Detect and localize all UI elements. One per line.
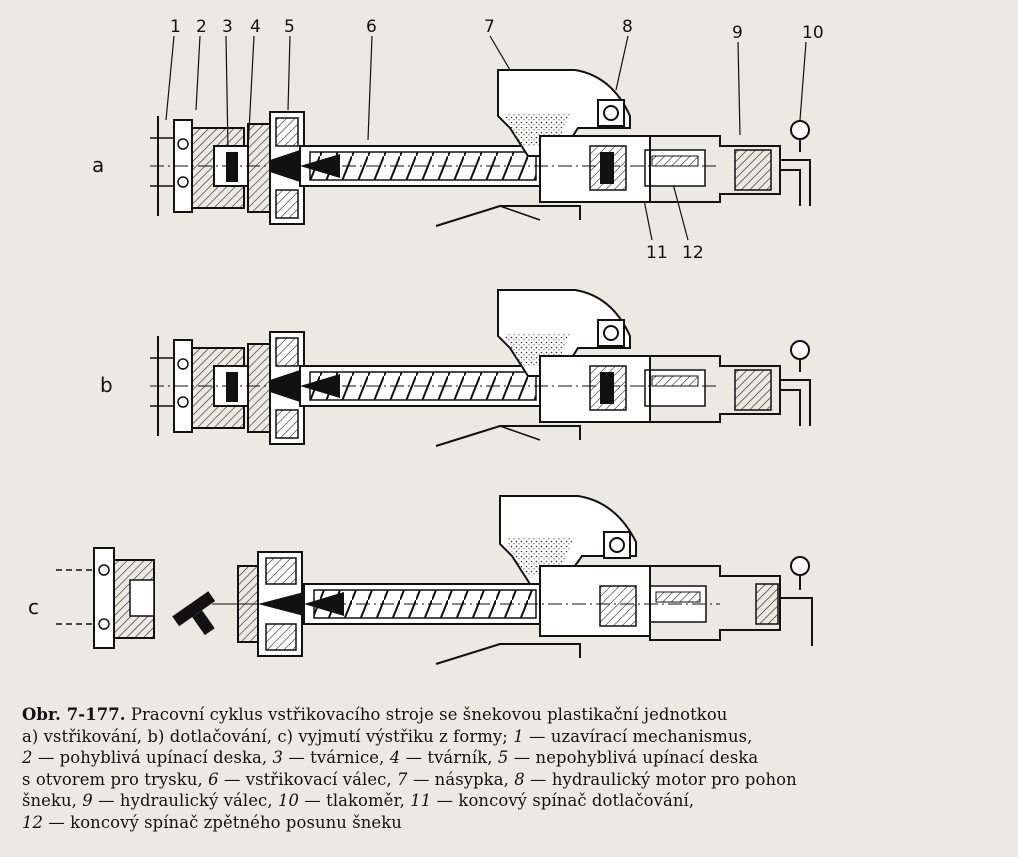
row-label-b: b [100,373,113,397]
part-number-4: 4 [250,17,261,37]
part-number-10: 10 [802,23,824,43]
machine-row-c [56,495,813,665]
row-label-c: c [28,595,39,619]
caption-num-12: 12 [22,812,44,832]
part-number-6: 6 [366,17,377,37]
caption-item-5: — nepohyblivá upínací deska [513,748,759,767]
ejected-part [172,591,216,636]
caption-phases: a) vstřikování, b) dotlačování, c) vyjmu… [22,726,508,746]
part-number-labels: 1 2 3 4 5 6 7 8 9 10 11 12 [170,17,824,263]
caption-item-11: — koncový spínač dotlačování, [436,791,695,810]
part-number-11: 11 [646,243,668,263]
part-number-2: 2 [196,17,207,37]
part-number-8: 8 [622,17,633,37]
caption-num-8: 8 [514,769,525,789]
caption-num-1: 1 [513,726,524,746]
caption-item-6: — vstřikovací válec, [223,769,392,789]
caption-num-2: 2 [22,748,33,767]
figure-caption: Obr. 7-177. Pracovní cyklus vstřikovacíh… [22,704,1012,833]
caption-num-9: 9 [82,791,93,810]
part-number-3: 3 [222,17,233,37]
caption-item-2: — pohyblivá upínací deska, [37,748,268,767]
part-number-9: 9 [732,23,743,43]
caption-num-6: 6 [208,769,219,789]
row-label-a: a [92,153,104,177]
caption-num-10: 10 [277,791,300,810]
part-number-5: 5 [284,17,295,37]
caption-figure-number: Obr. 7-177. [22,705,126,724]
caption-num-5: 5 [497,748,509,767]
caption-title: Pracovní cyklus vstřikovacího stroje se … [130,705,728,724]
caption-item-3: — tvárnice, [288,748,385,767]
part-number-1: 1 [170,17,181,37]
caption-item-1: — uzavírací mechanismus, [529,726,753,746]
caption-item-12: — koncový spínač zpětného posunu šneku [48,812,402,832]
part-number-7: 7 [484,17,495,37]
caption-item-10: — tlakoměr, [304,791,405,810]
caption-num-11: 11 [410,791,432,810]
caption-item-7: — násypka, [412,769,509,789]
caption-item-8-cont: šneku, [22,791,77,810]
caption-item-9: — hydraulický válec, [98,791,273,810]
caption-num-4: 4 [389,748,401,767]
leader-lines [165,35,807,241]
caption-item-4: — tvárník, [405,748,493,767]
machine-row-a [149,69,811,227]
machine-row-b [149,289,811,447]
injection-machine-figure: 1 2 3 4 5 6 7 8 9 10 11 12 a b [28,17,824,665]
caption-item-8: — hydraulický motor pro pohon [530,769,797,789]
part-number-12: 12 [682,243,704,263]
caption-num-3: 3 [272,748,284,767]
caption-item-5-cont: s otvorem pro trysku, [22,769,203,789]
caption-num-7: 7 [397,769,408,789]
